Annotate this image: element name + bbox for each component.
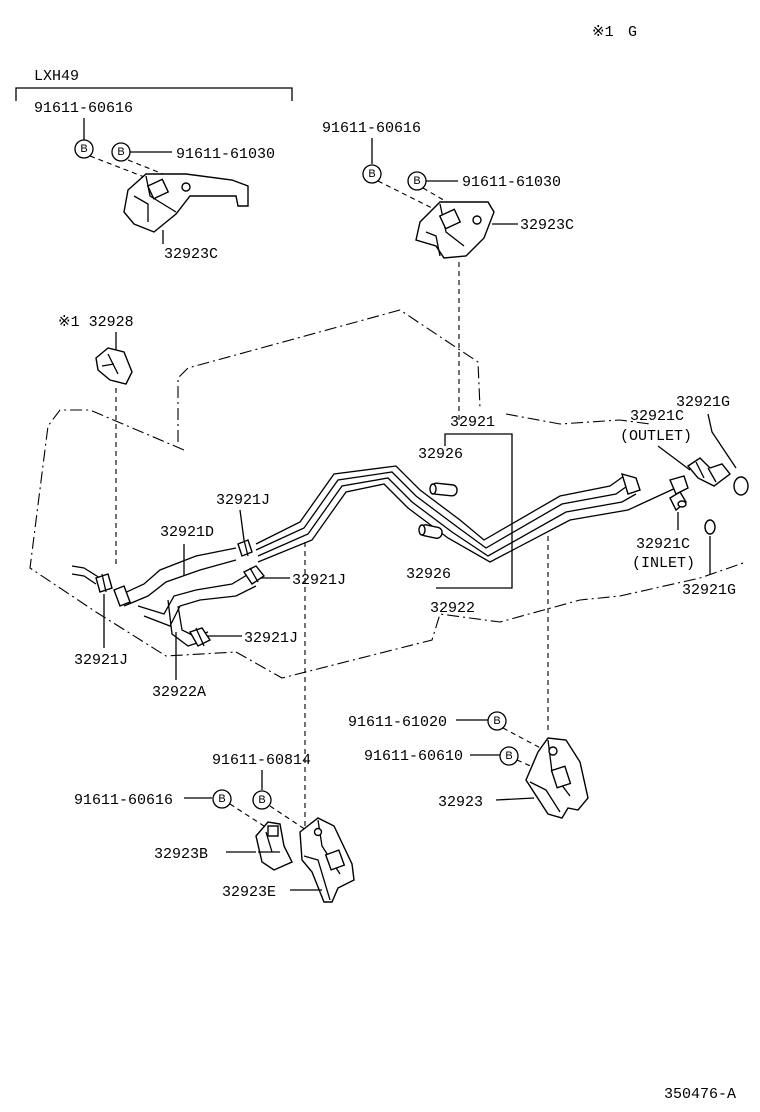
svg-text:B: B bbox=[493, 715, 500, 727]
figure-id: 350476-A bbox=[664, 1086, 736, 1103]
label-clamp-j2: 32921J bbox=[292, 572, 346, 589]
bracket-icon-r bbox=[525, 737, 589, 819]
svg-text:B: B bbox=[258, 794, 265, 806]
label-pipe-return: 32922 bbox=[430, 600, 475, 617]
outline-lower bbox=[235, 561, 747, 679]
bolt-icon-v1: B bbox=[74, 139, 94, 159]
label-grommet-upper: 32926 bbox=[418, 446, 463, 463]
pipe-bundle bbox=[255, 465, 689, 563]
clamp-icon-j3 bbox=[188, 627, 212, 647]
bolt-icon-l2: B bbox=[212, 789, 232, 809]
bolt-icon-r1: B bbox=[487, 711, 507, 731]
grommet-icon-lower bbox=[418, 524, 443, 539]
dash-l-bolts bbox=[229, 803, 307, 831]
label-outlet-word: (OUTLET) bbox=[620, 428, 692, 445]
label-hose-a: 32922A bbox=[152, 684, 206, 701]
dash-v-bolts bbox=[89, 155, 169, 181]
dash-r-bolts bbox=[502, 727, 549, 773]
label-r-bolt-2: 91611-60610 bbox=[364, 748, 463, 765]
outline-upper-right bbox=[505, 413, 651, 425]
label-grommet-lower: 32926 bbox=[406, 566, 451, 583]
bolt-icon-r2: B bbox=[499, 746, 519, 766]
label-r-bolt-1: 91611-61020 bbox=[348, 714, 447, 731]
gasket-icon-lower bbox=[704, 519, 716, 535]
label-gasket-upper: 32921G bbox=[676, 394, 730, 411]
variant-bracket-line bbox=[15, 87, 293, 101]
outlet-fitting-icon bbox=[686, 457, 731, 487]
leader-clamp-j1 bbox=[239, 509, 245, 541]
label-v-bracket: 32923C bbox=[164, 246, 218, 263]
label-r-bracket: 32923 bbox=[438, 794, 483, 811]
label-inlet-word: (INLET) bbox=[632, 555, 695, 572]
outline-upper bbox=[177, 309, 481, 442]
bracket-icon-m bbox=[415, 201, 495, 259]
label-clamp-j3: 32921J bbox=[244, 630, 298, 647]
label-l-bolt-2: 91611-60616 bbox=[74, 792, 173, 809]
grommet-icon-upper bbox=[429, 482, 458, 497]
svg-text:B: B bbox=[368, 168, 375, 180]
label-l-bracket-b: 32923B bbox=[154, 846, 208, 863]
bolt-icon-m2: B bbox=[407, 171, 427, 191]
leader-r-bracket bbox=[495, 797, 535, 801]
variant-label: LXH49 bbox=[34, 68, 79, 85]
bracket-icon-l-b bbox=[255, 821, 293, 871]
bolt-icon-v2: B bbox=[111, 142, 131, 162]
svg-text:B: B bbox=[413, 175, 420, 187]
label-pipe-main: 32921 bbox=[450, 414, 495, 431]
label-inlet-part: 32921C bbox=[636, 536, 690, 553]
label-gasket-lower: 32921G bbox=[682, 582, 736, 599]
clamp-icon-32928 bbox=[95, 347, 133, 385]
label-clamp-note: ※1 32928 bbox=[58, 314, 134, 331]
svg-text:B: B bbox=[218, 793, 225, 805]
bolt-icon-l1: B bbox=[252, 790, 272, 810]
label-l-bracket-e: 32923E bbox=[222, 884, 276, 901]
bracket-icon-v bbox=[123, 173, 249, 233]
leader-outlet bbox=[657, 445, 691, 471]
label-hose-d: 32921D bbox=[160, 524, 214, 541]
header-note-mark: ※1 bbox=[592, 24, 614, 41]
label-v-bolt-second: 91611-61030 bbox=[176, 146, 275, 163]
label-outlet-part: 32921C bbox=[630, 408, 684, 425]
label-m-bolt-second: 91611-61030 bbox=[462, 174, 561, 191]
label-m-bracket: 32923C bbox=[520, 217, 574, 234]
label-m-bolt-top: 91611-60616 bbox=[322, 120, 421, 137]
hose-icon-32921d bbox=[113, 547, 237, 607]
label-v-bolt-top: 91611-60616 bbox=[34, 100, 133, 117]
label-clamp-j4: 32921J bbox=[74, 652, 128, 669]
label-l-bolt-1: 91611-60814 bbox=[212, 752, 311, 769]
svg-text:B: B bbox=[80, 143, 87, 155]
svg-text:B: B bbox=[117, 146, 124, 158]
clamp-icon-j4 bbox=[95, 573, 113, 593]
label-clamp-j1: 32921J bbox=[216, 492, 270, 509]
clamp-icon-j1 bbox=[237, 539, 253, 557]
inlet-fitting-icon bbox=[669, 491, 687, 512]
group-bracket-main bbox=[436, 433, 513, 589]
bracket-icon-l-e bbox=[299, 817, 355, 903]
gasket-icon-upper bbox=[733, 476, 749, 496]
svg-text:B: B bbox=[505, 750, 512, 762]
header-note-letter: G bbox=[628, 24, 637, 41]
hose-stub-left bbox=[71, 565, 101, 585]
clamp-icon-j2 bbox=[242, 565, 266, 585]
outline-left bbox=[29, 409, 237, 657]
bolt-icon-m1: B bbox=[362, 164, 382, 184]
leader-gasket-upper bbox=[707, 413, 737, 469]
